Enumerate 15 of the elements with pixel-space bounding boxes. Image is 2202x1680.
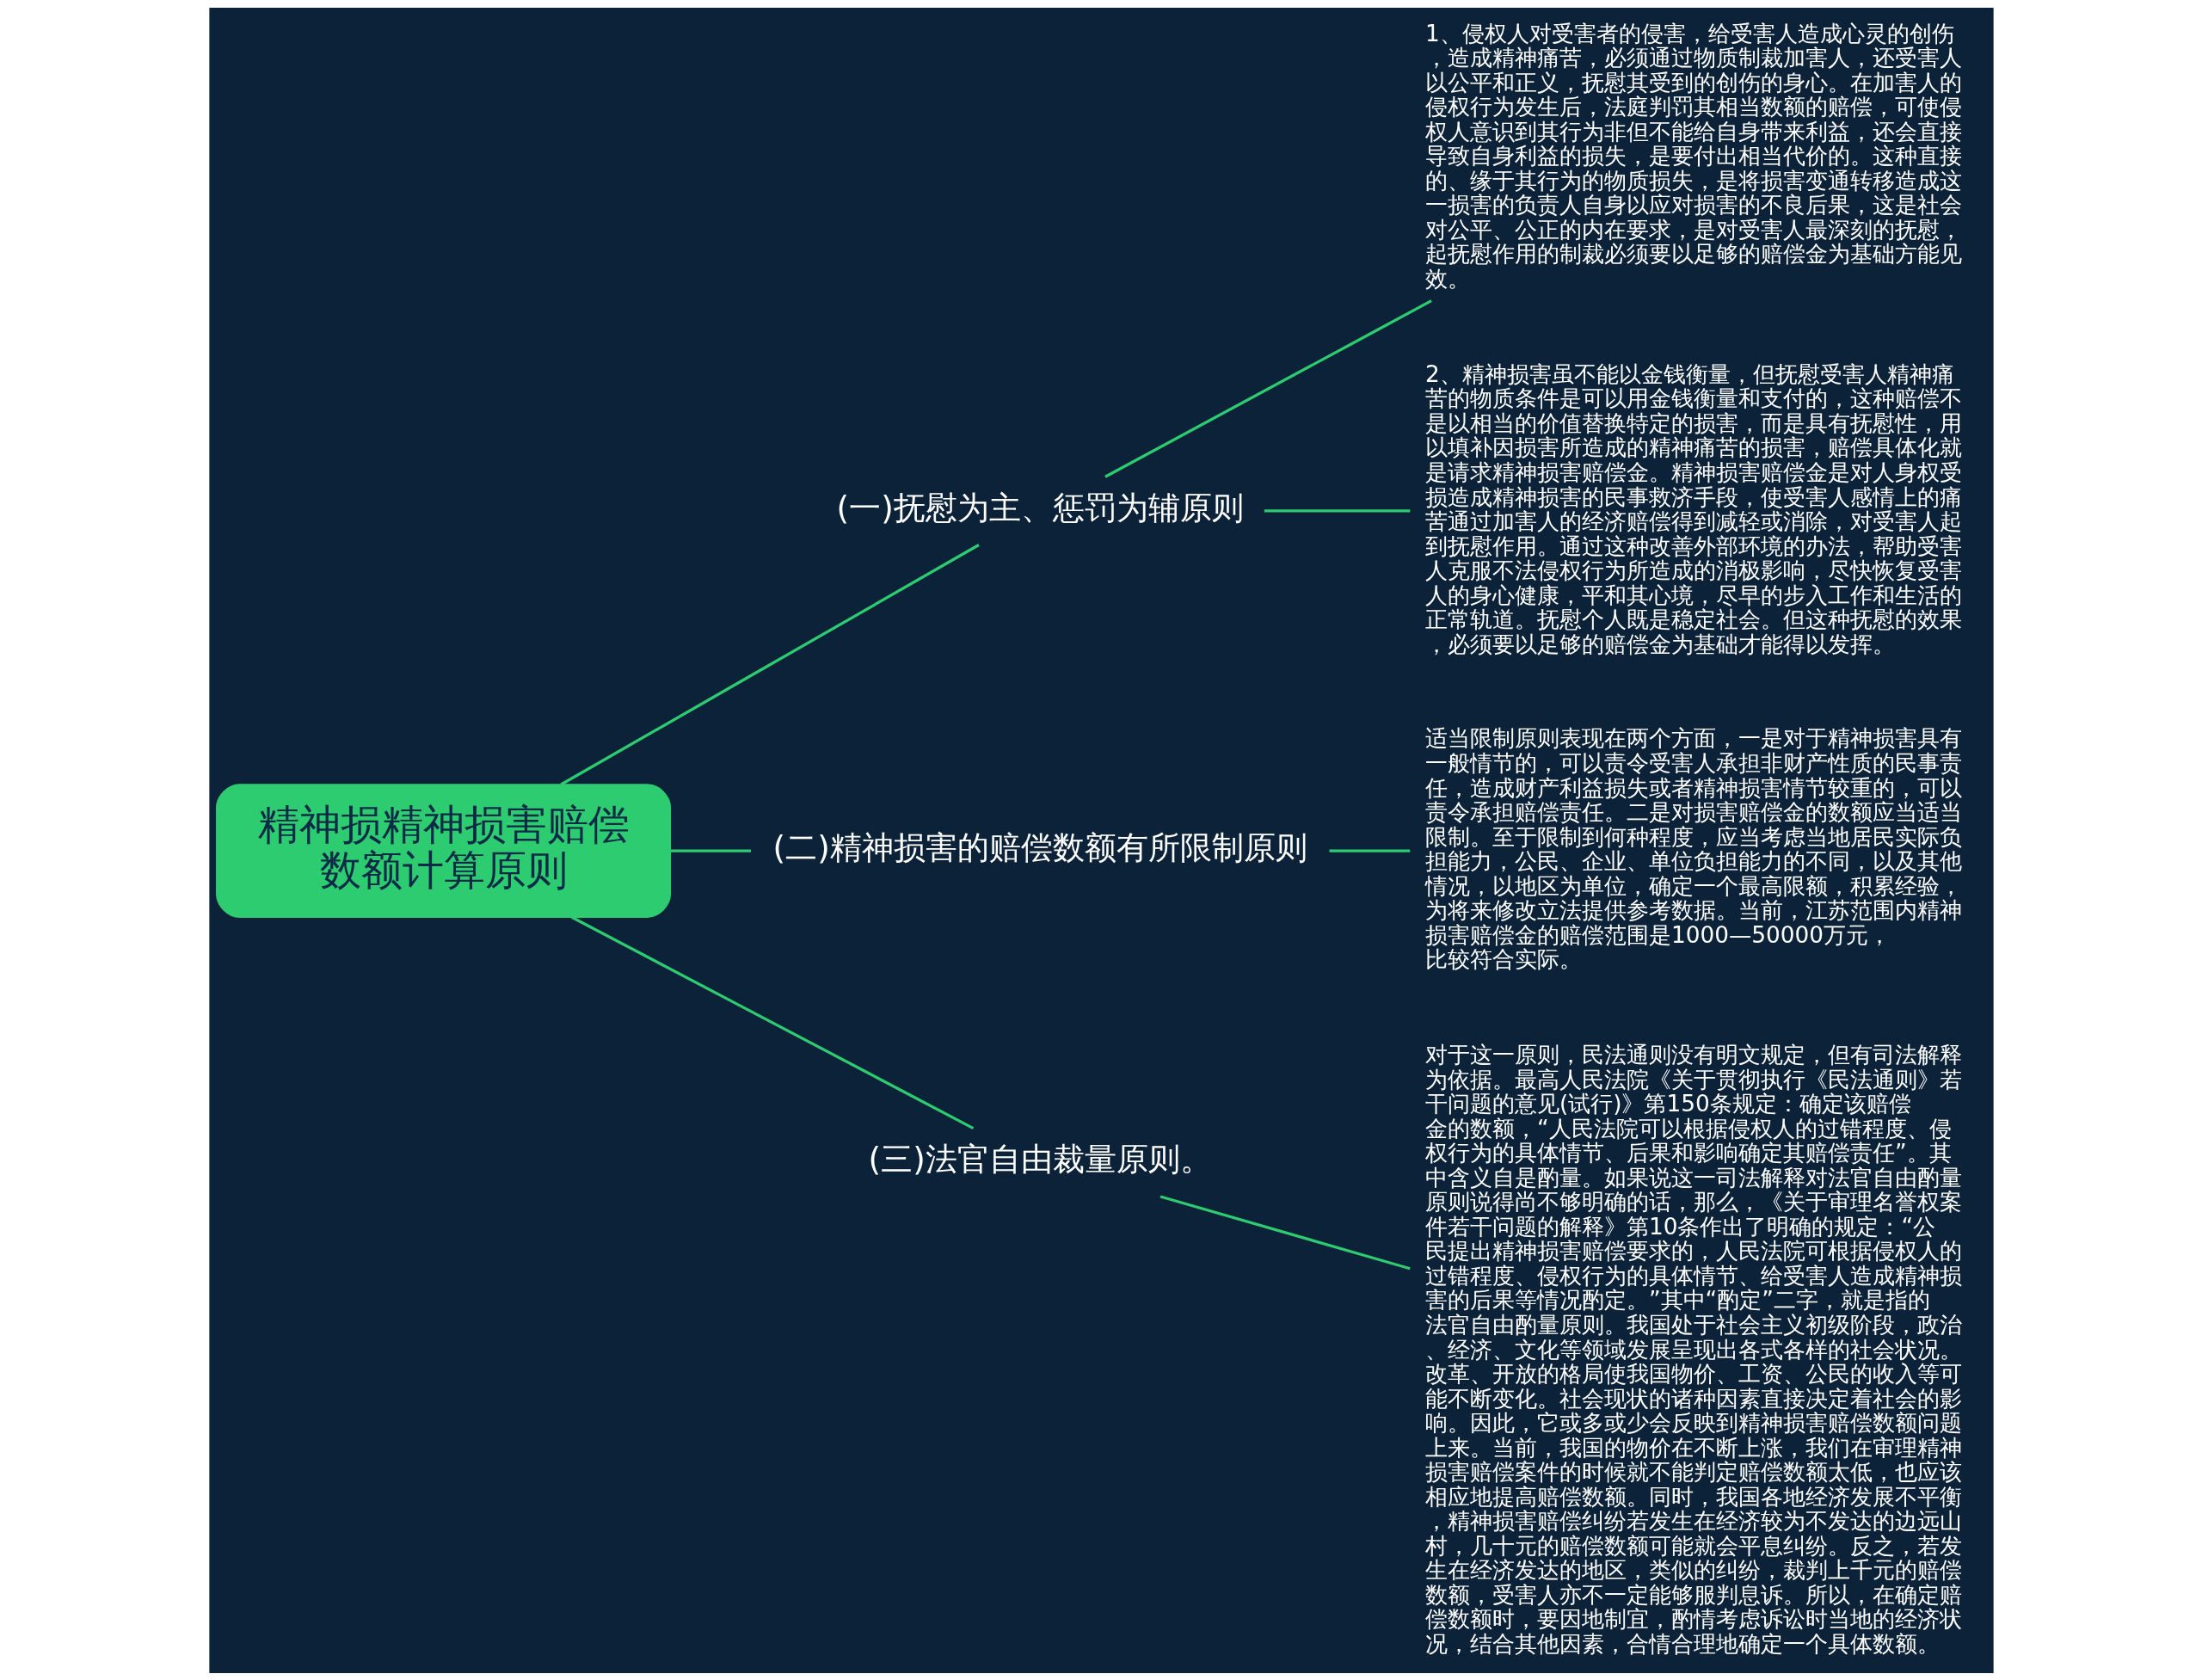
node-text: (一)抚慰为主、惩罚为辅原则 (836, 488, 1244, 526)
node-text: (二)精神损害的赔偿数额有所限制原则 (772, 828, 1307, 866)
node-text: 对于这一原则，民法通则没有明文规定，但有司法解释为依据。最高人民法院《关于贯彻执行《民法通则》若干问题的意见(试行)》第150条规定：确定该赔偿金的数额，“人民法院可以根据侵权人的过错程度、侵权行为的具体情节、后果和影响确定其赔偿责任”。其中含义自是酌量。如果说这一司法解释对法官自由酌量原则说得尚不够明确的话，那么，《关于审理名誉权案件若干问题的解释》第10条作出了明确的规定：“公民提出精神损害赔偿要求的，人民法院可根据侵权人的过错程度、侵权行为的具体情节、给受害人造成精神损害的后果等情况酌定。”其中“酌定”二字，就是指的法官自由酌量原则。我国处于社会主义初级阶段，政治、经济、文化等领域发展呈现出各式各样的社会状况。改革、开放的格局使我国物价、工资、公民的收入等可能不断变化。社会现状的诸种因素直接决定着社会的影响。因此，它或多或少会反映到精神损害赔偿数额问题上来。当前，我国的物价在不断上涨，我们在审理精神损害赔偿案件的时候就不能判定赔偿数额太低，也应该相应地提高赔偿数额。同时，我国各地经济发展不平衡，精神损害赔偿纠纷若发生在经济较为不发达的边远山村，几十元的赔偿数额可能就会平息纠纷。反之，若发生在经济发达的地区，类似的纠纷，裁判上千元的赔偿数额，受害人亦不一定能够服判息诉。所以，在确定赔偿数额时，要因地制宜，酌情考虑诉讼时当地的经济状况，结合其他因素，合情合理地确定一个具体数额。 (1424, 1041, 1962, 1657)
connector (669, 848, 751, 852)
connector (1329, 848, 1410, 852)
connector (1264, 508, 1410, 513)
connector (559, 543, 980, 785)
node-text: (三)法官自由裁量原则。 (868, 1139, 1212, 1178)
node-text: 适当限制原则表现在两个方面，一是对于精神损害具有一般情节的，可以责令受害人承担非财产性质的民事责任，造成财产利益损失或者精神损害情节较重的，可以责令承担赔偿责任。二是对损害赔偿金的数额应当适当限制。至于限制到何种程度，应当考虑当地居民实际负担能力，公民、企业、单位负担能力的不同，以及其他情况，以地区为单位，确定一个最高限额，积累经验，为将来修改立法提供参考数据。当前，江苏范围内精神损害赔偿金的赔偿范围是1000—50000万元，比较符合实际。 (1424, 724, 1962, 972)
node-text: 1、侵权人对受害者的侵害，给受害人造成心灵的创伤，造成精神痛苦，必须通过物质制裁加害人，还受害人以公平和正义，抚慰其受到的创伤的身心。在加害人的侵权行为发生后，法庭判罚其相当数额的赔偿，可使侵权人意识到其行为非但不能给自身带来利益，还会直接导致自身利益的损失，是要付出相当代价的。这种直接的、缘于其行为的物质损失，是将损害变通转移造成这一损害的负责人自身以应对损害的不良后果，这是社会对公平、公正的内在要求，是对受害人最深刻的抚慰，起抚慰作用的制裁必须要以足够的赔偿金为基础方能见效。 (1424, 20, 1962, 292)
connector (1159, 1194, 1411, 1270)
node-box: 精神损精神损害赔偿数额计算原则 (215, 783, 671, 918)
connector (570, 915, 974, 1129)
node-text: 2、精神损害虽不能以金钱衡量，但抚慰受害人精神痛苦的物质条件是可以用金钱衡量和支付的，这种赔偿不是以相当的价值替换特定的损害，而是具有抚慰性，用以填补因损害所造成的精神痛苦的损害，赔偿具体化就是请求精神损害赔偿金。精神损害赔偿金是对人身权受损造成精神损害的民事救济手段，使受害人感情上的痛苦通过加害人的经济赔偿得到减轻或消除，对受害人起到抚慰作用。通过这种改善外部环境的办法，帮助受害人克服不法侵权行为所造成的消极影响，尽快恢复受害人的身心健康，平和其心境，尽早的步入工作和生活的正常轨道。抚慰个人既是稳定社会。但这种抚慰的效果，必须要以足够的赔偿金为基础才能得以发挥。 (1424, 360, 1962, 657)
connector (1104, 298, 1432, 478)
